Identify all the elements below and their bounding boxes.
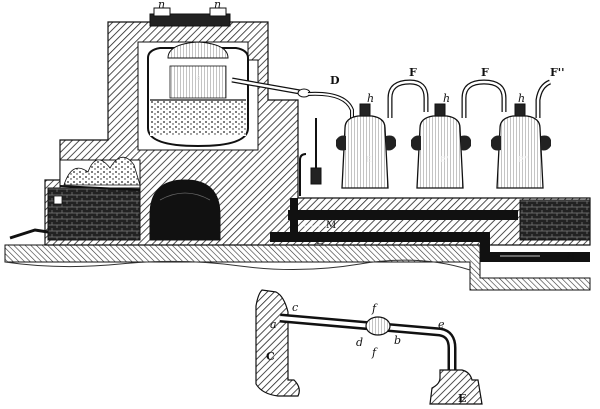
label-detail-d: d (356, 336, 363, 349)
receiver-jar-3 (491, 103, 551, 189)
label-F2: F (481, 66, 489, 79)
label-E3: E'' (518, 155, 528, 164)
label-D: D (330, 74, 340, 87)
label-F3: F'' (550, 66, 565, 79)
label-L: L (316, 236, 323, 247)
stack-covers (149, 7, 231, 27)
label-h2: h (443, 92, 450, 105)
label-n-left: n (158, 0, 165, 11)
gauge (299, 118, 322, 196)
label-detail-f-top: f (371, 302, 378, 315)
still-vessel (147, 41, 249, 148)
receiver-jar-1 (336, 103, 396, 189)
label-detail-e: e (438, 318, 445, 331)
label-h3: h (518, 92, 525, 105)
main-labels: n n a D h h h F F F'' E E' E'' M L N (158, 0, 575, 263)
label-detail-E: E (458, 392, 466, 405)
detail-figure: a c f f d b e C E (255, 289, 483, 405)
label-a-still: a (196, 73, 201, 82)
label-detail-a: a (270, 318, 277, 331)
label-E2: E' (440, 155, 448, 164)
delivery-pipe (231, 77, 354, 118)
label-N: N (566, 252, 575, 263)
receiver-jar-2 (411, 103, 471, 189)
label-detail-c: c (292, 301, 298, 314)
label-h1: h (367, 92, 374, 105)
label-detail-b: b (394, 334, 401, 347)
flues (270, 198, 591, 262)
label-M: M (326, 220, 336, 231)
label-n-right: n (214, 0, 221, 11)
label-E1: E (366, 155, 372, 164)
ground (4, 244, 591, 291)
label-detail-C: C (266, 350, 275, 363)
label-detail-f-bottom: f (371, 346, 378, 359)
bridge-tubes (387, 79, 552, 118)
label-F1: F (409, 66, 417, 79)
